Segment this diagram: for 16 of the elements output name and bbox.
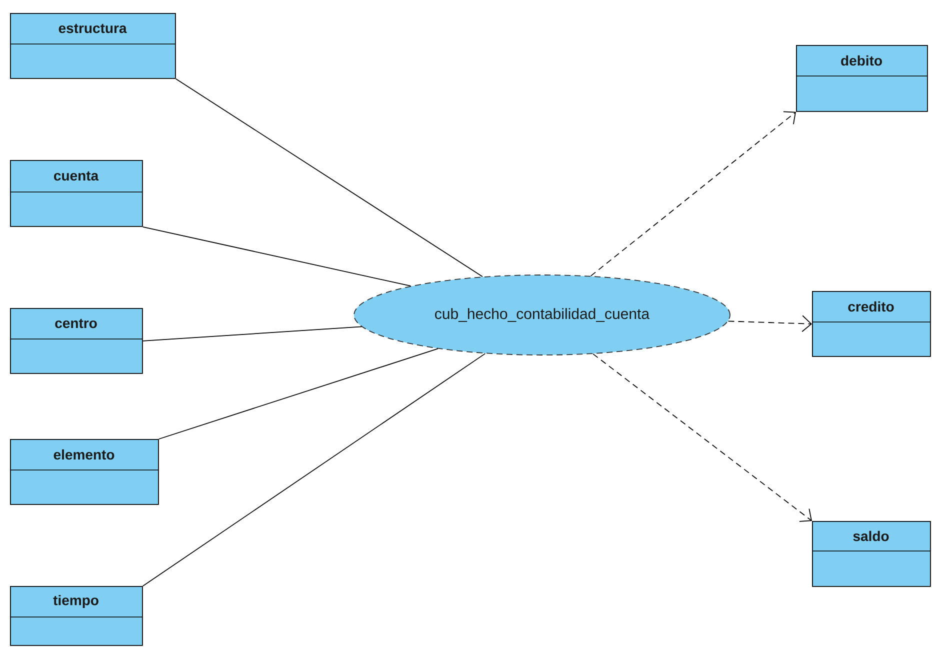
class-box: credito: [812, 291, 931, 357]
class-box: centro: [10, 308, 143, 374]
dependency-arrow: [728, 315, 812, 332]
class-box: estructura: [10, 13, 176, 79]
association-line: [142, 326, 362, 342]
dependency-arrow: [592, 353, 812, 522]
association-line: [142, 226, 412, 286]
class-box: tiempo: [10, 586, 143, 646]
dependency-arrow: [590, 111, 796, 276]
class-box: elemento: [10, 439, 159, 505]
class-box: cuenta: [10, 160, 143, 227]
class-box: debito: [796, 45, 928, 112]
class-box: saldo: [812, 521, 931, 587]
association-line: [142, 353, 486, 586]
association-line: [158, 348, 438, 440]
association-line: [175, 78, 483, 278]
